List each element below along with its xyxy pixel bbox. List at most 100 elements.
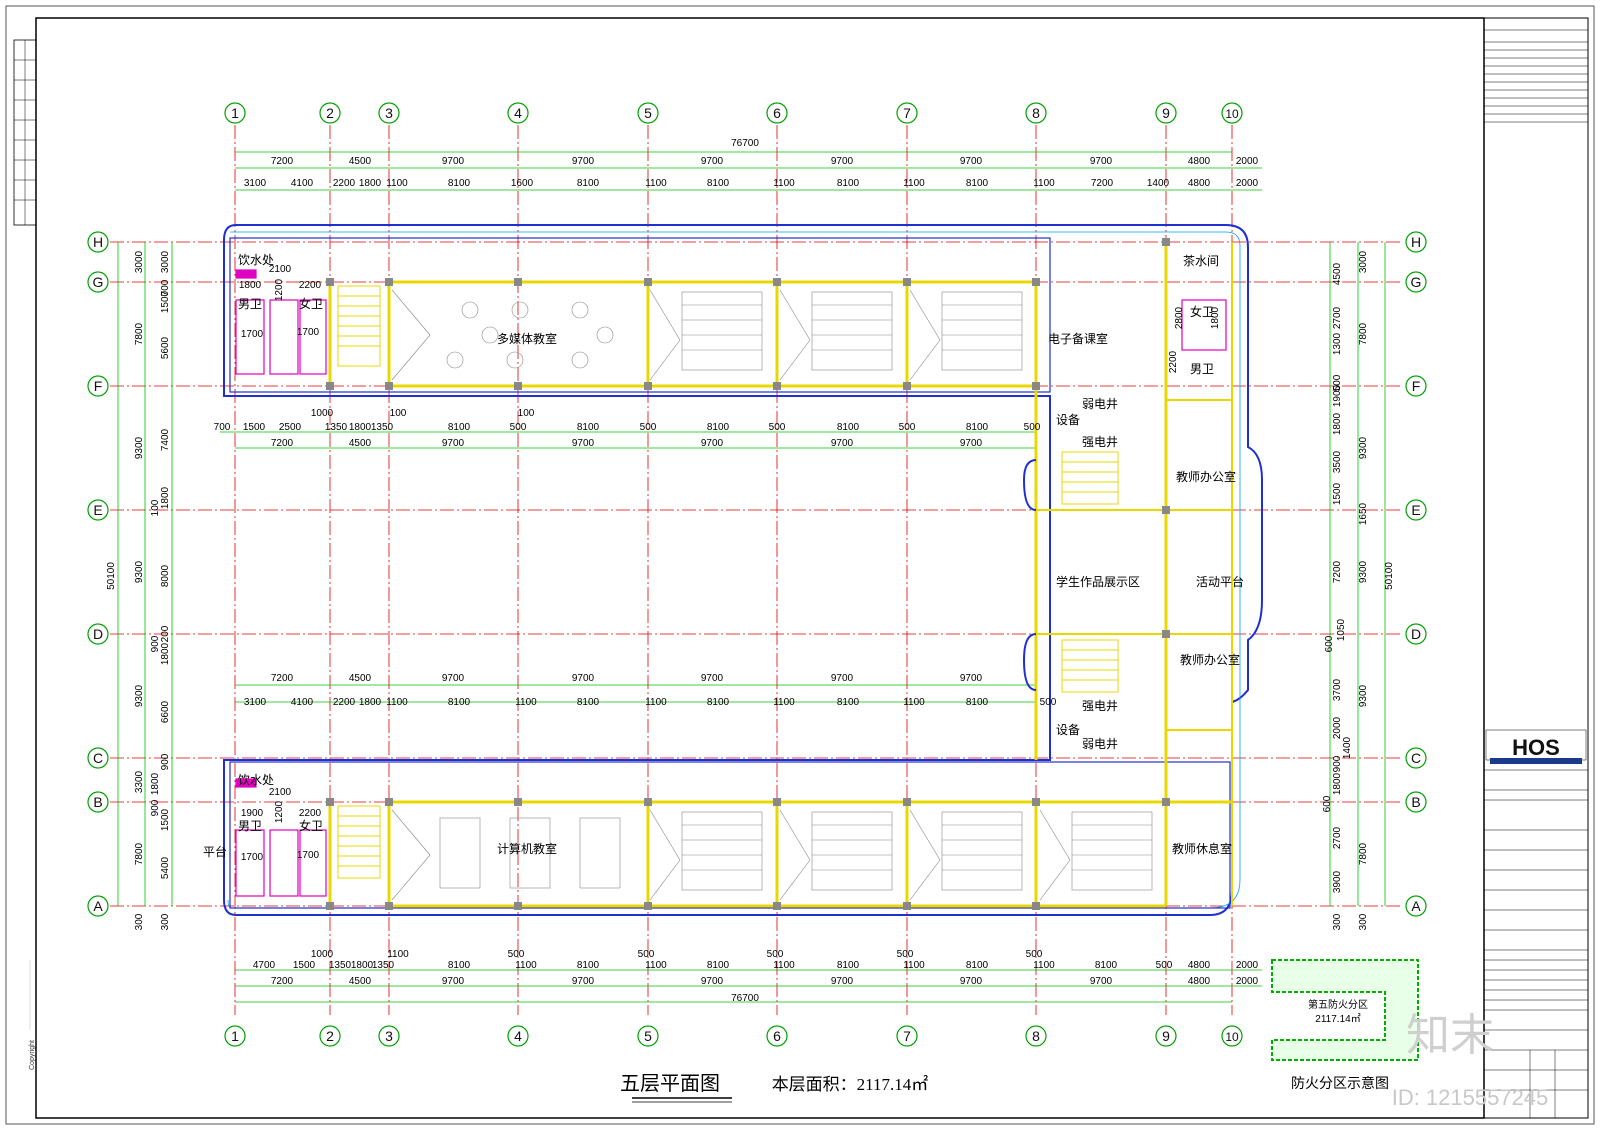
dim-bot2-4: 9700 [701, 976, 724, 987]
dim-bot2-6: 9700 [960, 976, 983, 987]
dim-mid2-0: 3100 [244, 697, 267, 708]
room-male-wc-top: 男卫 [238, 297, 262, 311]
axis-label-left-E: E [93, 502, 102, 518]
dim-bot1-5: 1350 [372, 960, 395, 971]
dim-bot1-21: 1100 [1033, 960, 1055, 971]
dim-upper-18: 500 [1024, 422, 1041, 433]
dim-bot2-9: 2000 [1236, 976, 1259, 987]
dim-left-inner-11: 6600 [160, 700, 171, 723]
dim-left-inner-5: 100 [150, 499, 161, 516]
axis-label-top-4: 4 [514, 105, 522, 121]
dim-top1-8: 4800 [1188, 156, 1211, 167]
dim-mid2-13: 8100 [966, 697, 989, 708]
axis-label-bottom-2: 2 [326, 1028, 334, 1044]
fire-zone-caption: 防火分区示意图 [1291, 1075, 1389, 1091]
dim-bot2-0: 7200 [271, 976, 294, 987]
drawing-title-group: 五层平面图 本层面积：2117.14㎡ [620, 1073, 929, 1103]
dim-right-outer-3: 9300 [1358, 560, 1369, 583]
dim-top2-14: 1100 [1033, 178, 1055, 189]
axis-label-left-H: H [93, 234, 103, 250]
dim-bot2-7: 9700 [1090, 976, 1113, 987]
dim-bot2-5: 9700 [831, 976, 854, 987]
fire-zone-inset: 第五防火分区 2117.14㎡ 防火分区示意图 [1271, 959, 1419, 1091]
dim-right-inner-20: 300 [1332, 913, 1343, 930]
room-tea: 茶水间 [1183, 253, 1219, 268]
dim-top1-3: 9700 [572, 156, 595, 167]
dim-top2-12: 1100 [903, 178, 925, 189]
dim-upper-5: 1350 [371, 422, 394, 433]
dim-right-inner-1: 2700 [1332, 306, 1343, 329]
dim-right-inner-6: 3500 [1332, 450, 1343, 473]
dim-upper-6: 1000 [311, 408, 334, 419]
axis-label-top-9: 9 [1162, 105, 1170, 121]
dim-mid2-3: 1800 [359, 697, 382, 708]
dim-right-inner-8: 1650 [1358, 502, 1369, 525]
area-label: 本层面积：2117.14㎡ [772, 1075, 929, 1094]
fire-zone-area: 2117.14㎡ [1315, 1013, 1360, 1025]
dim-bot1-12: 1100 [645, 960, 667, 971]
hos-logo: HOS [1512, 735, 1560, 760]
dim-right-inner-13: 2000 [1332, 716, 1343, 739]
dim-top2-17: 4800 [1188, 178, 1211, 189]
dim-bot1-2: 1000 [311, 949, 334, 960]
dim-right-inner-11: 1050 [1336, 618, 1347, 641]
dim-bot1-13: 8100 [707, 960, 730, 971]
dim-bot1-1: 1500 [293, 960, 316, 971]
dim-top1-5: 9700 [831, 156, 854, 167]
dim-top2-1: 4100 [291, 178, 314, 189]
axis-label-left-G: G [93, 274, 104, 290]
room-computer: 计算机教室 [497, 841, 557, 856]
axis-label-left-C: C [93, 750, 103, 766]
dim-bot1-9: 1100 [515, 960, 537, 971]
room-female-wc-top: 女卫 [299, 296, 323, 311]
dim-upper-13: 8100 [707, 422, 730, 433]
dim-left-inner-13: 3300 [134, 770, 145, 793]
wc-bot-2100: 2100 [269, 787, 292, 798]
room-multimedia: 多媒体教室 [497, 331, 557, 346]
dim-mid2-4: 1100 [386, 697, 408, 708]
dim-mid2-6: 1100 [515, 697, 537, 708]
copyright-text: Copyright [29, 1040, 36, 1070]
axis-label-right-F: F [1412, 378, 1421, 394]
dim-bot1-22: 8100 [1095, 960, 1118, 971]
dim-left-outer-0: 3000 [134, 250, 145, 273]
dim-bot1-10: 8100 [577, 960, 600, 971]
dim-top1-4: 9700 [701, 156, 724, 167]
dim-bot1-23: 500 [1156, 960, 1173, 971]
axis-label-right-G: G [1411, 274, 1422, 290]
axis-label-bottom-9: 9 [1162, 1028, 1170, 1044]
dim-uppermid-4: 9700 [701, 438, 724, 449]
axis-label-top-1: 1 [231, 105, 239, 121]
axis-label-bottom-1: 1 [231, 1028, 239, 1044]
overall-depth-right: 50100 [1384, 562, 1395, 590]
dim-bot1-6: 1100 [387, 949, 409, 960]
dim-top2-9: 8100 [707, 178, 730, 189]
dim-left-inner-15: 1500 [160, 808, 171, 831]
dim-bot1-24: 4800 [1188, 960, 1211, 971]
dim-right-inner-3: 500 [1332, 374, 1343, 391]
dim-bot1-16: 8100 [837, 960, 860, 971]
dim-left-inner-12: 900 [160, 753, 171, 770]
dim-right-inner-10: 600 [1324, 635, 1335, 652]
dim-bot2-3: 9700 [572, 976, 595, 987]
overall-width-bottom: 76700 [731, 993, 759, 1004]
dim-top2-11: 8100 [837, 178, 860, 189]
dim-mid1-2: 9700 [442, 673, 465, 684]
axis-label-top-8: 8 [1032, 105, 1040, 121]
dim-uppermid-6: 9700 [960, 438, 983, 449]
dim-top2-2: 2200 [333, 178, 356, 189]
dim-top2-8: 1100 [645, 178, 667, 189]
dim-left-inner-4: 7400 [160, 428, 171, 451]
axis-label-bottom-7: 7 [903, 1028, 911, 1044]
dim-left-outer-1: 7800 [134, 322, 145, 345]
dim-left-inner-8: 200 [160, 625, 171, 642]
dim-left-outer-6: 300 [134, 913, 145, 930]
toilet-fixtures [235, 269, 1227, 897]
dim-top2-7: 8100 [577, 178, 600, 189]
wc-bot-2200: 2200 [299, 808, 322, 819]
image-id: ID: 1215557245 [1392, 1085, 1549, 1110]
dim-left-inner-7: 8000 [160, 564, 171, 587]
dim-uppermid-5: 9700 [831, 438, 854, 449]
dim-upper-12: 100 [518, 408, 535, 419]
dim-top1-0: 7200 [271, 156, 294, 167]
